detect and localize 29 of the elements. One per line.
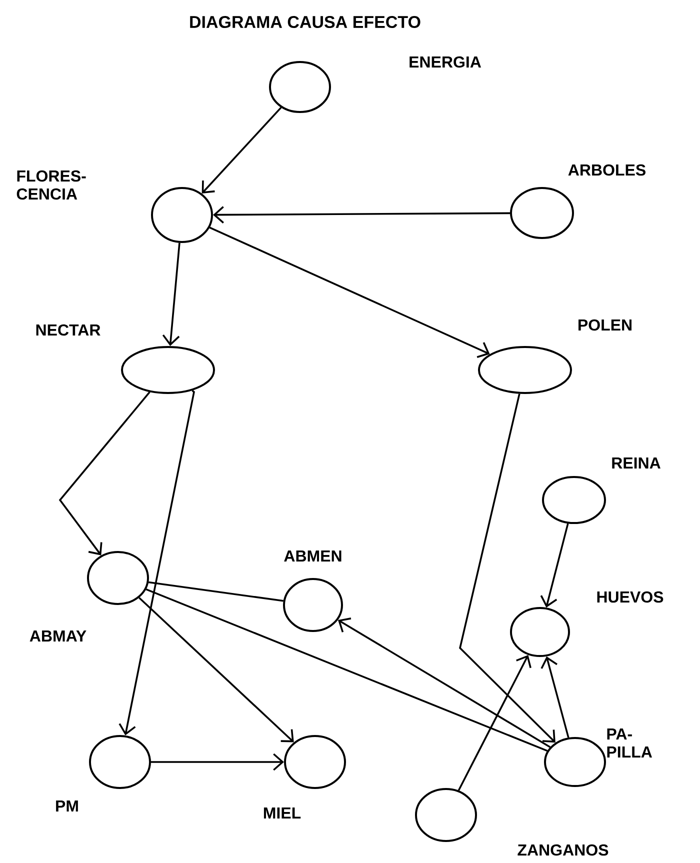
arrow bbox=[58, 392, 150, 556]
arrow bbox=[138, 597, 294, 742]
node-label: PA- PILLA bbox=[607, 728, 652, 758]
node-label: HUEVOS bbox=[597, 591, 664, 603]
node-label: ABMEN bbox=[284, 550, 342, 562]
node-label: ZANGANOS bbox=[518, 844, 608, 856]
arrow bbox=[209, 226, 490, 358]
arrow bbox=[151, 753, 284, 771]
node-label: ENERGIA bbox=[410, 56, 482, 68]
node-label: MIEL bbox=[264, 808, 301, 818]
title: DIAGRAMA CAUSA EFECTO bbox=[190, 16, 420, 28]
arrow bbox=[338, 618, 551, 748]
node-label: FLORES- CENCIA bbox=[16, 170, 86, 200]
node-label: NECTAR bbox=[36, 324, 100, 336]
connector-line bbox=[148, 581, 284, 602]
arrow bbox=[540, 656, 570, 738]
arrow bbox=[458, 654, 532, 791]
arrow bbox=[213, 206, 510, 224]
node-label: ARBOLES bbox=[568, 164, 646, 176]
arrow bbox=[540, 523, 569, 608]
node-label: PM bbox=[56, 800, 78, 812]
node-label: POLEN bbox=[578, 319, 632, 331]
node-label: ABMAY bbox=[30, 630, 86, 642]
arrow bbox=[162, 242, 180, 346]
node-label: REINA bbox=[612, 458, 660, 468]
connector-line bbox=[146, 588, 548, 752]
arrow bbox=[202, 106, 282, 194]
arrow bbox=[459, 394, 556, 743]
arrow bbox=[118, 390, 195, 736]
